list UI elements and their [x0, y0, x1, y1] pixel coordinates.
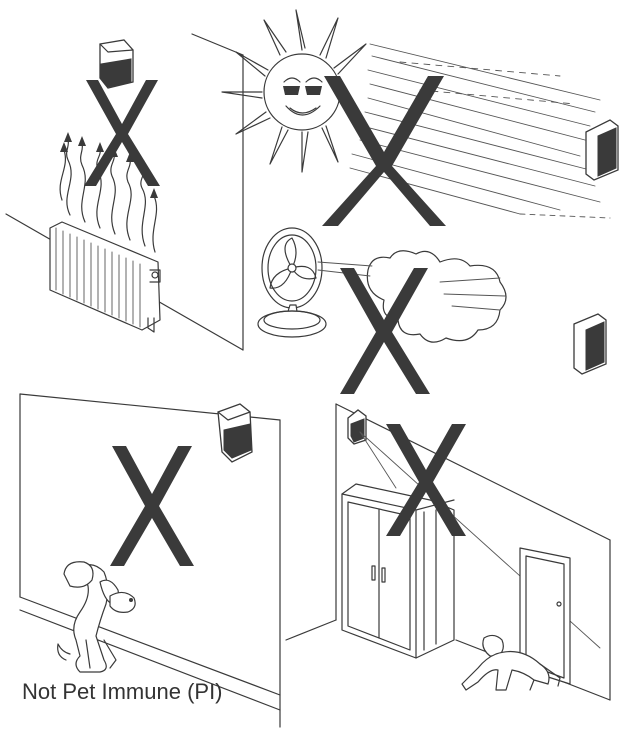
motion-detector-icon: [218, 404, 252, 462]
x-mark: [322, 76, 446, 226]
panel-airflow: [258, 228, 606, 394]
motion-detector-icon: [586, 120, 618, 180]
fan-icon: [258, 228, 326, 337]
motion-detector-icon: [100, 40, 133, 88]
motion-detector-icon: [348, 410, 366, 444]
panel-sunlight: [222, 10, 618, 226]
dog-icon: [58, 562, 135, 672]
panel-heat-source: [6, 34, 243, 350]
motion-detector-icon: [574, 314, 606, 374]
sun-rays-lines: [350, 44, 610, 218]
x-mark: [84, 80, 160, 186]
airflow-cloud: [318, 251, 506, 342]
x-mark: [110, 446, 194, 566]
caption-not-pet-immune: Not Pet Immune (PI): [22, 679, 223, 705]
panel-obstruction: [286, 404, 610, 700]
panel-pet: [20, 394, 280, 727]
